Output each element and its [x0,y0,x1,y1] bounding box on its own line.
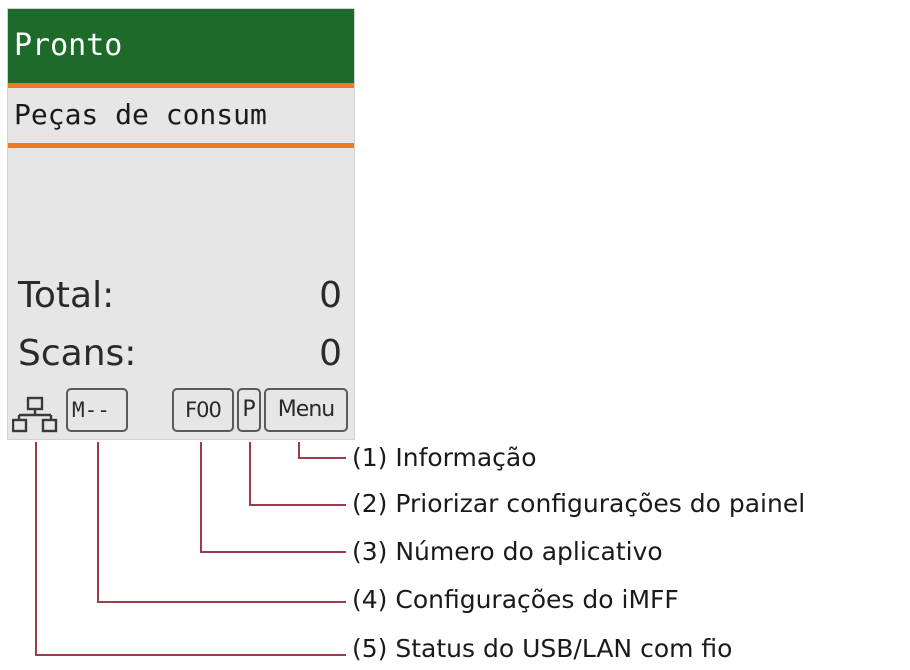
divider [8,143,354,148]
callout-information: (1) Informação [352,443,537,472]
callout-line-2 [249,442,346,506]
divider [8,83,354,88]
panel-priority-indicator: P [237,388,261,432]
scans-value: 0 [319,333,342,374]
lcd-panel: Pronto Peças de consum Total: 0 Scans: 0… [7,8,355,440]
total-counter: Total: 0 [18,273,342,319]
network-icon [12,396,58,433]
callout-panel-priority: (2) Priorizar configurações do painel [352,489,806,518]
menu-button[interactable]: Menu [264,388,348,432]
bottom-bar: M-- F00 P Menu [8,385,354,435]
callout-imff-settings: (4) Configurações do iMFF [352,585,679,614]
scans-label: Scans: [18,333,137,374]
total-label: Total: [18,275,115,316]
total-value: 0 [319,275,342,316]
application-number: F00 [172,388,234,432]
callout-line-1 [298,442,346,459]
callout-usb-lan-status: (5) Status do USB/LAN com fio [352,634,733,663]
callout-line-5 [35,442,346,656]
status-bar: Pronto [8,9,354,83]
scans-counter: Scans: 0 [18,331,342,377]
consumables-item: Peças de consum [14,98,267,131]
imff-mode-indicator: M-- [66,388,128,432]
callout-line-3 [200,442,346,553]
status-text: Pronto [14,28,123,63]
callout-line-4 [97,442,346,603]
callout-application-number: (3) Número do aplicativo [352,537,663,566]
